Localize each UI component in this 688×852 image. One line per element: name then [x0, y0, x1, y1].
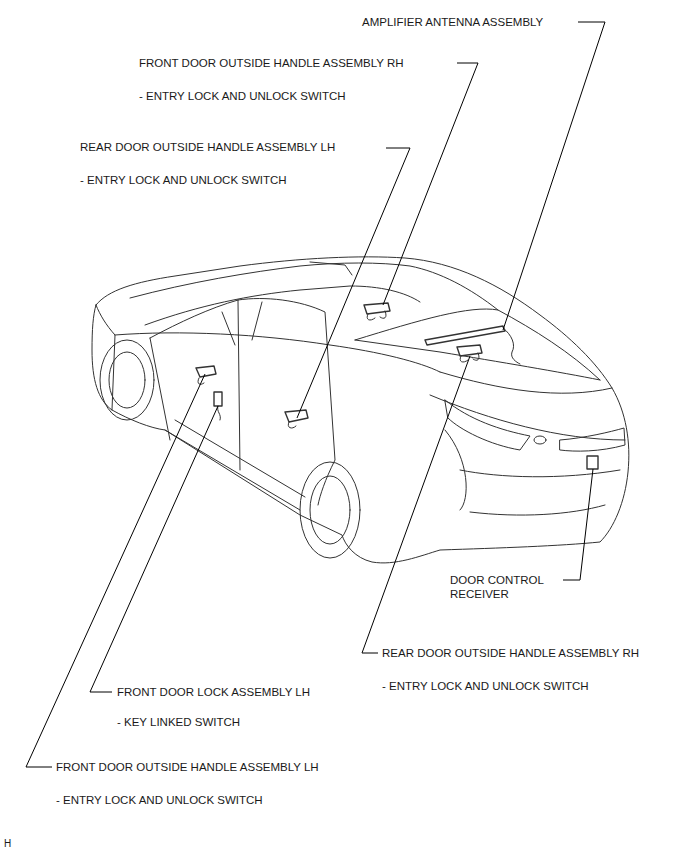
- callout-label: - KEY LINKED SWITCH: [117, 715, 240, 729]
- callout-label: FRONT DOOR OUTSIDE HANDLE ASSEMBLY LH: [56, 760, 319, 774]
- callout-label: FRONT DOOR OUTSIDE HANDLE ASSEMBLY RH: [139, 56, 404, 70]
- callout-label: REAR DOOR OUTSIDE HANDLE ASSEMBLY RH: [382, 646, 639, 660]
- callout-label: FRONT DOOR LOCK ASSEMBLY LH: [117, 685, 310, 699]
- callout-label: - ENTRY LOCK AND UNLOCK SWITCH: [80, 173, 287, 187]
- callout-label: - ENTRY LOCK AND UNLOCK SWITCH: [56, 793, 263, 807]
- callout-label: H: [4, 837, 11, 851]
- callout-label: AMPLIFIER ANTENNA ASSEMBLY: [362, 15, 543, 29]
- callout-label: - ENTRY LOCK AND UNLOCK SWITCH: [382, 679, 589, 693]
- callout-label: - ENTRY LOCK AND UNLOCK SWITCH: [139, 89, 346, 103]
- callout-label: DOOR CONTROL RECEIVER: [450, 573, 550, 601]
- callout-label: REAR DOOR OUTSIDE HANDLE ASSEMBLY LH: [80, 140, 335, 154]
